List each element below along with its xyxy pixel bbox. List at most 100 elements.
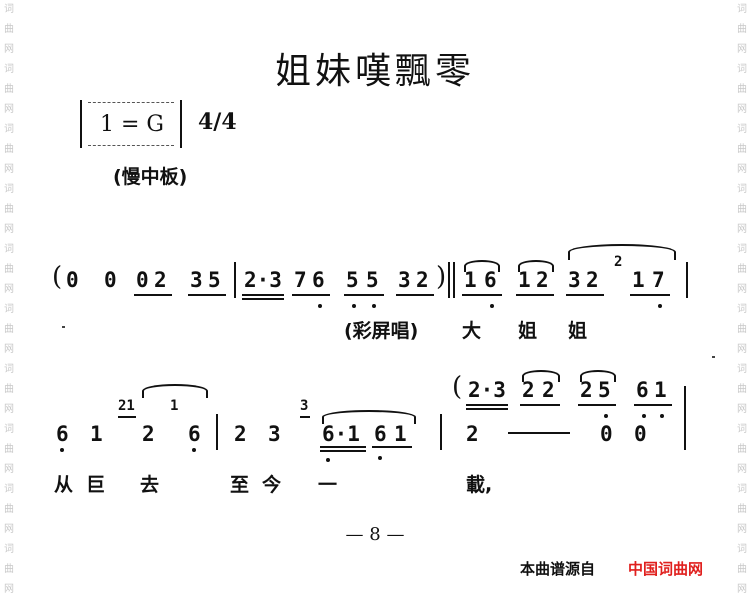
beam	[462, 294, 502, 296]
slur	[142, 384, 208, 398]
lower-dot	[372, 304, 376, 308]
lyric-char: 去	[140, 474, 160, 496]
watermark-char: 曲	[4, 264, 14, 275]
watermark-char: 曲	[737, 504, 747, 515]
note: 1	[632, 268, 645, 292]
tempo-marking: (慢中板)	[113, 166, 188, 188]
note: 3	[568, 268, 581, 292]
note: 1	[518, 268, 531, 292]
watermark-char: 词	[737, 424, 747, 435]
watermark-char: 网	[4, 524, 14, 535]
note: 7	[652, 268, 665, 292]
watermark-char: 词	[737, 544, 747, 555]
key-box	[80, 100, 182, 148]
note: 0	[600, 422, 613, 446]
beam	[466, 404, 508, 406]
note: 2	[542, 378, 555, 402]
note: 6	[636, 378, 649, 402]
slur	[518, 260, 554, 272]
grace-note: 21	[118, 398, 135, 414]
grace-beam	[300, 416, 310, 418]
note: 0	[104, 268, 117, 292]
watermark-left: 词 曲 网 词曲网词曲网词曲网词曲网词曲网词曲网词曲网词曲网词曲网	[2, 0, 16, 600]
watermark-char: 曲	[737, 384, 747, 395]
note: 6	[188, 422, 201, 446]
time-signature: 4/4	[198, 109, 237, 135]
lower-dot	[352, 304, 356, 308]
watermark-char: 网	[737, 584, 747, 595]
lyric-char: 姐	[518, 320, 538, 342]
speckle	[712, 356, 715, 358]
lower-dot	[490, 304, 494, 308]
watermark-char: 词	[4, 64, 14, 75]
watermark-char: 网	[4, 224, 14, 235]
lower-dot	[60, 448, 64, 452]
watermark-char: 曲	[737, 204, 747, 215]
watermark-char: 词	[4, 484, 14, 495]
slur	[568, 244, 676, 260]
watermark-char: 曲	[4, 324, 14, 335]
note: 3	[268, 422, 281, 446]
watermark-char: 曲	[4, 84, 14, 95]
watermark-char: 网	[4, 284, 14, 295]
watermark-char: 网	[737, 404, 747, 415]
open-paren: (	[52, 262, 63, 292]
lower-dot	[658, 304, 662, 308]
note: 6	[374, 422, 387, 446]
watermark-char: 网	[4, 44, 14, 55]
grace-note: 1	[170, 398, 179, 414]
watermark-char: 词	[4, 544, 14, 555]
watermark-char: 网	[737, 344, 747, 355]
watermark-char: 词	[4, 4, 14, 15]
watermark-char: 曲	[737, 24, 747, 35]
watermark-char: 网	[737, 44, 747, 55]
note: 1	[464, 268, 477, 292]
slur	[580, 370, 616, 382]
watermark-char: 曲	[4, 144, 14, 155]
note: 2	[416, 268, 429, 292]
slur	[464, 260, 500, 272]
beam	[320, 450, 366, 452]
lyric-char: 至	[230, 474, 250, 496]
beam	[134, 294, 172, 296]
watermark-char: 曲	[737, 324, 747, 335]
watermark-char: 网	[4, 164, 14, 175]
barline	[216, 414, 218, 450]
watermark-char: 网	[737, 164, 747, 175]
note: 5	[598, 378, 611, 402]
watermark-char: 网	[737, 284, 747, 295]
note: 0	[136, 268, 149, 292]
watermark-char: 词	[4, 364, 14, 375]
watermark-char: 词	[737, 184, 747, 195]
beam	[634, 404, 672, 406]
song-title: 姐妹嘆飄零	[274, 51, 475, 92]
note: 2	[154, 268, 167, 292]
lower-dot	[604, 414, 608, 418]
beam	[372, 446, 412, 448]
note: 2	[234, 422, 247, 446]
beam	[188, 294, 226, 296]
site-link[interactable]: 中国词曲网	[628, 560, 704, 578]
lyric-char: 今	[262, 474, 282, 496]
beam	[242, 294, 284, 296]
watermark-char: 词	[4, 124, 14, 135]
watermark-char: 网	[4, 404, 14, 415]
watermark-char: 词	[737, 484, 747, 495]
note: 2·3	[244, 268, 282, 292]
grace-beam	[118, 416, 136, 418]
watermark-char: 曲	[737, 84, 747, 95]
singer-label: (彩屏唱)	[344, 320, 419, 342]
watermark-char: 网	[737, 464, 747, 475]
grace-note: 3	[300, 398, 309, 414]
beam	[242, 298, 284, 300]
lyric-char: 姐	[568, 320, 588, 342]
barline	[448, 262, 450, 298]
source-label: 本曲谱源自	[520, 560, 596, 578]
barline	[234, 262, 236, 298]
beam	[292, 294, 330, 296]
barline	[453, 262, 455, 298]
note: 5	[366, 268, 379, 292]
lower-dot	[378, 456, 382, 460]
watermark-char: 曲	[4, 24, 14, 35]
watermark-char: 网	[4, 584, 14, 595]
